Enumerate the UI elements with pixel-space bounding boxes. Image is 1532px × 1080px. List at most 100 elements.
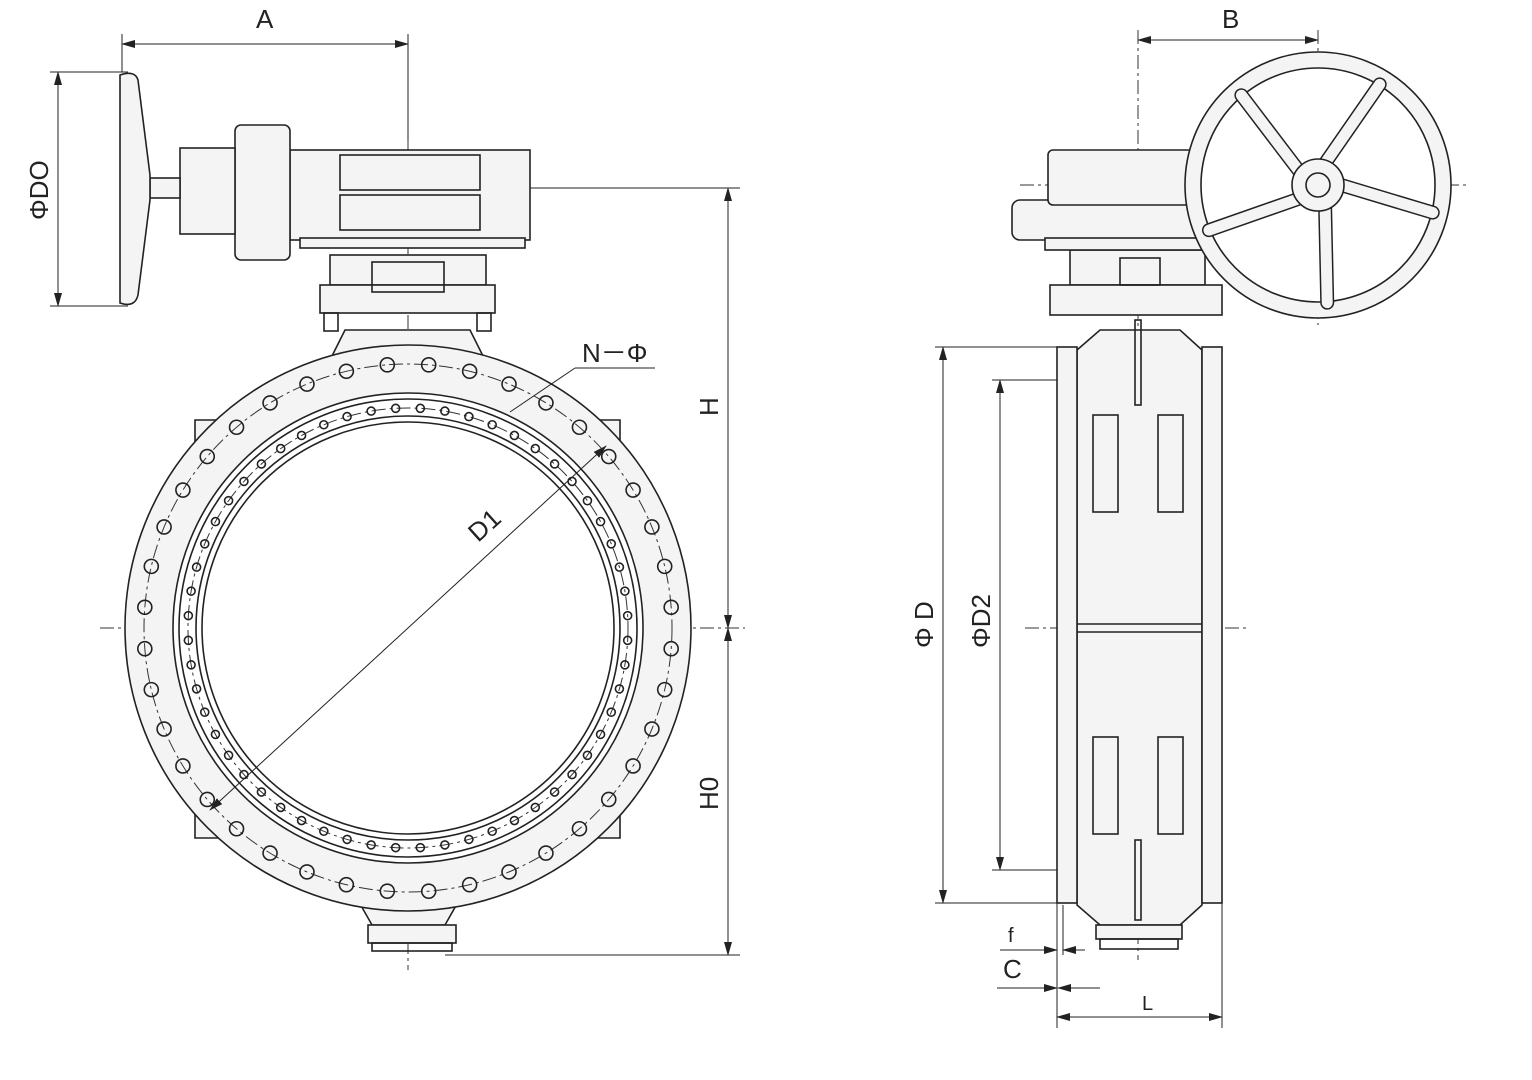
inner-bolt-circle	[187, 407, 629, 849]
handwheel-side	[119, 72, 151, 306]
bolt-hole	[228, 419, 245, 436]
bolt-hole	[663, 640, 679, 657]
bolt-hole	[656, 681, 673, 698]
seat-ring-3	[195, 415, 621, 841]
bottom-cover	[367, 924, 457, 944]
bolt-hole	[143, 558, 160, 575]
label-D2: ΦD2	[966, 594, 996, 648]
bolt-left	[323, 312, 339, 332]
bolt-hole	[156, 721, 172, 737]
bolt-hole	[262, 395, 278, 411]
slot	[1092, 736, 1119, 835]
bolt-hole	[319, 826, 329, 837]
stem-bottom	[1134, 839, 1142, 921]
bolt-hole	[620, 660, 630, 670]
side-bottom-cover	[1095, 924, 1183, 940]
leader-N-phi	[509, 367, 576, 413]
label-D: Φ D	[909, 601, 939, 648]
bolt-hole	[644, 721, 660, 737]
side-coupling	[1119, 257, 1161, 286]
bolt-hole	[137, 599, 153, 616]
bolt-hole	[296, 815, 307, 826]
bolt-hole	[440, 840, 450, 850]
gearbox-window-top	[339, 154, 481, 191]
input-shaft	[149, 177, 181, 199]
bolt-hole	[625, 758, 641, 774]
bolt-hole	[509, 430, 520, 441]
label-DO: ΦDO	[24, 160, 54, 220]
handwheel-spoke	[1235, 89, 1306, 178]
bolt-hole	[415, 403, 426, 414]
bolt-hole	[186, 660, 196, 670]
bolt-hole	[614, 684, 625, 694]
bolt-hole	[191, 684, 202, 694]
bolt-hole	[156, 519, 172, 535]
slot	[1092, 414, 1119, 513]
bolt-right	[476, 312, 492, 332]
bolt-hole	[199, 707, 210, 717]
bolt-hole	[183, 610, 194, 621]
bolt-hole	[366, 840, 376, 850]
bore	[201, 421, 615, 835]
label-f: f	[1008, 925, 1014, 947]
label-B: B	[1222, 4, 1239, 34]
bolt-hole	[390, 842, 401, 853]
bolt-hole	[420, 357, 437, 373]
gearbox-window-bottom	[339, 194, 481, 231]
side-gearbox-top	[1047, 149, 1199, 206]
bolt-hole	[509, 815, 520, 826]
bolt-hole	[606, 539, 617, 549]
bolt-hole	[487, 826, 497, 837]
gearbox-housing	[234, 124, 291, 261]
bolt-hole	[186, 586, 196, 596]
bolt-hole	[366, 406, 376, 416]
bolt-hole	[175, 758, 191, 774]
bolt-hole	[262, 845, 278, 861]
gearbox-input	[179, 147, 236, 235]
bolt-hole	[299, 864, 315, 880]
bolt-hole	[296, 430, 307, 441]
bolt-hole	[461, 876, 478, 893]
bolt-hole	[461, 363, 478, 380]
bolt-hole	[299, 376, 315, 392]
bolt-hole	[379, 883, 396, 899]
handwheel-spoke	[1203, 192, 1306, 236]
bolt-hole	[199, 539, 210, 549]
bolt-hole	[440, 406, 450, 416]
mounting-bracket-top	[329, 254, 487, 286]
bolt-hole	[656, 558, 673, 575]
bolt-hole	[143, 681, 160, 698]
side-view: B Φ D ΦD2 f C L	[909, 4, 1470, 1028]
bolt-hole	[622, 610, 633, 621]
bolt-hole	[464, 834, 474, 845]
handwheel-spoke	[1319, 78, 1386, 170]
bolt-hole	[319, 419, 329, 430]
handwheel-spokes	[1201, 77, 1440, 310]
bolt-hole	[663, 599, 679, 616]
bolt-hole	[415, 842, 426, 853]
bolt-hole	[175, 482, 191, 498]
bolt-hole	[614, 562, 625, 572]
front-view: A ΦDO H H0 D1 N－Φ	[24, 4, 745, 970]
bolt-hole	[501, 864, 517, 880]
handwheel-spoke	[1319, 200, 1333, 309]
label-A: A	[256, 4, 274, 34]
bolt-hole	[338, 876, 355, 893]
bolt-hole	[137, 640, 153, 657]
side-bottom-bolts	[1099, 938, 1179, 950]
label-N-phi: N－Φ	[582, 338, 648, 368]
side-flange-right	[1201, 346, 1223, 904]
handwheel-nut	[1305, 172, 1331, 198]
bolt-hole	[606, 707, 617, 717]
slot	[1157, 414, 1184, 513]
side-gearbox-plate	[1044, 237, 1206, 251]
bolt-hole	[379, 357, 396, 373]
bottom-bolts	[371, 942, 453, 952]
bolt-hole	[487, 419, 497, 430]
bolt-hole	[538, 845, 554, 861]
side-flange-left	[1056, 346, 1078, 904]
mounting-flange	[319, 284, 496, 314]
bolt-hole	[622, 635, 633, 646]
